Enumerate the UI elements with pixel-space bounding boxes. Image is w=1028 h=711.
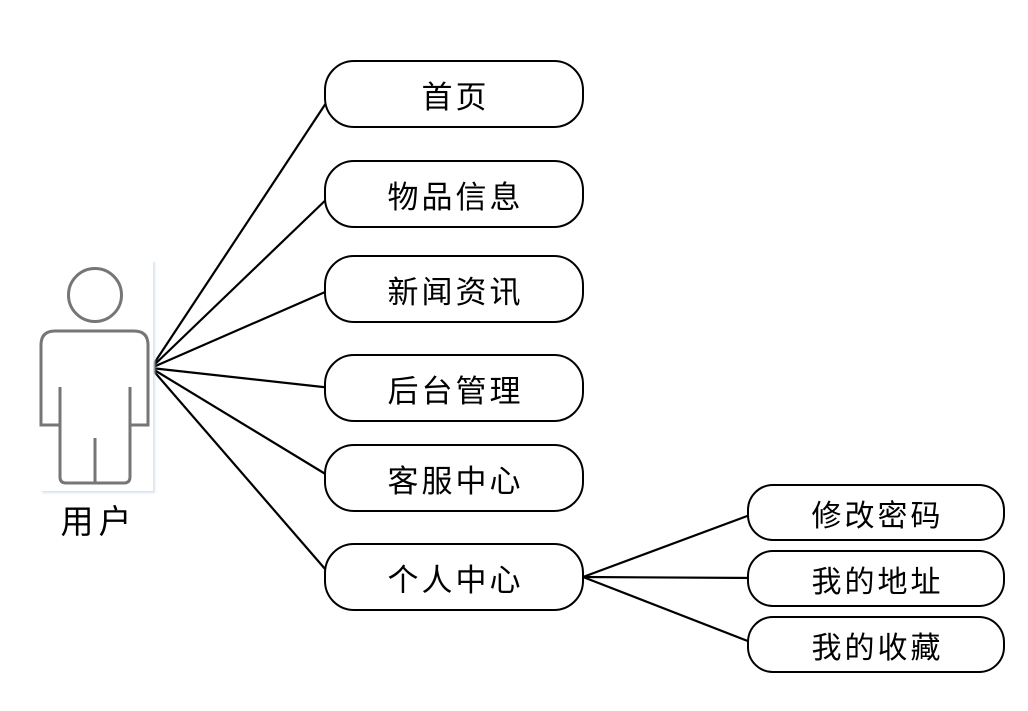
node-personal-center: 个人中心 — [324, 543, 584, 611]
node-news: 新闻资讯 — [324, 255, 584, 323]
actor-user-card — [38, 258, 153, 491]
node-item-info: 物品信息 — [324, 160, 584, 228]
node-home: 首页 — [324, 60, 584, 128]
connector-personal-my-address — [582, 575, 759, 580]
connector-user-news — [150, 287, 333, 370]
connector-user-home — [150, 93, 333, 369]
connector-user-item-info — [150, 193, 333, 369]
connector-user-admin — [150, 366, 333, 390]
person-icon — [39, 267, 150, 485]
node-admin: 后台管理 — [324, 354, 584, 422]
node-my-address: 我的地址 — [747, 550, 1005, 607]
node-my-favorites: 我的收藏 — [747, 616, 1005, 673]
connector-personal-change-password — [582, 510, 759, 579]
connector-user-personal-center — [150, 367, 333, 578]
node-change-password: 修改密码 — [747, 484, 1005, 541]
node-customer-service: 客服中心 — [324, 444, 584, 512]
connector-personal-my-favorites — [582, 575, 759, 647]
connector-user-customer-service — [150, 367, 333, 479]
actor-label: 用户 — [60, 505, 137, 541]
